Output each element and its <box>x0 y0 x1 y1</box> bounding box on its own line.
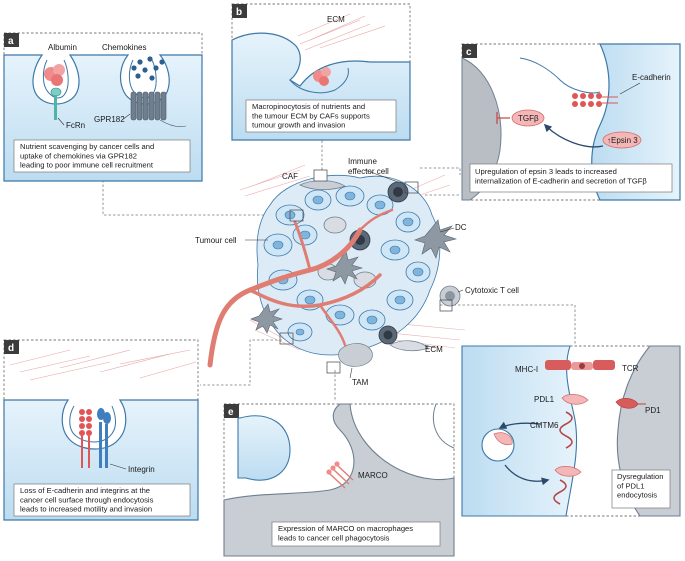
panel-e-tag: e <box>228 407 234 418</box>
panel-a: a Albumin Chemokines FcRn GPR <box>3 32 203 182</box>
label-cmtm6: CMTM6 <box>530 421 559 430</box>
label-albumin: Albumin <box>48 43 77 52</box>
label-fcrn: FcRn <box>66 121 85 130</box>
panel-a-tag: a <box>8 36 14 47</box>
label-pdl1: PDL1 <box>534 395 555 404</box>
endocytosis-arrow <box>498 421 541 429</box>
panel-c-tag: c <box>466 47 472 58</box>
panel-e: e MARCO Expression of MARCO on macrophag… <box>223 403 455 557</box>
panel-d-tag: d <box>8 343 14 354</box>
label-pd1: PD1 <box>645 406 661 415</box>
ecadherin-cluster <box>572 93 618 107</box>
label-caf: CAF <box>282 172 298 181</box>
label-tumour-cell: Tumour cell <box>195 236 237 245</box>
panel-b-ecm-fibres <box>297 13 386 51</box>
dendritic-cell <box>414 219 458 259</box>
label-ecadherin: E-cadherin <box>632 73 671 82</box>
zoom-markers <box>279 169 453 374</box>
fcrn-receptor <box>50 87 62 120</box>
panel-c: c TGFβ ↑Epsin 3 E-cadherin Upregulation … <box>461 43 681 201</box>
panel-d-ecm-fibres <box>9 349 197 381</box>
label-ecm-b: ECM <box>327 15 345 24</box>
label-marco: MARCO <box>358 471 388 480</box>
blood-vessels <box>207 208 394 368</box>
label-chemokines: Chemokines <box>102 43 146 52</box>
chemokine-dots <box>131 56 165 81</box>
panel-b-tag: b <box>236 7 242 18</box>
panel-f: f MHC-I TCR PDL1 PD1 CMTM6 <box>461 345 681 517</box>
panel-d: d Integrin Loss of E-cadherin and integr… <box>3 339 199 521</box>
recycling-arrow <box>504 464 550 486</box>
integrin-receptor <box>97 408 111 468</box>
label-mhc-i: MHC-I <box>515 365 538 374</box>
label-integrin: Integrin <box>128 465 155 474</box>
label-gpr182: GPR182 <box>94 115 125 124</box>
tgfb-badge: TGFβ <box>496 109 545 127</box>
label-tgfb: TGFβ <box>518 114 539 123</box>
label-tam: TAM <box>352 378 369 387</box>
label-tcr: TCR <box>622 364 639 373</box>
label-pointers <box>245 169 464 379</box>
label-ecm: ECM <box>425 345 443 354</box>
label-dc: DC <box>455 223 467 232</box>
mhc-tcr-complex <box>545 360 615 370</box>
gpr182-receptor <box>130 91 187 128</box>
epsin3-badge: ↑Epsin 3 <box>602 131 642 149</box>
epsin-arrow <box>543 123 604 148</box>
engulfed-nutrients <box>313 67 331 86</box>
panel-leader-lines <box>102 140 576 400</box>
panel-c-caption: Upregulation of epsin 3 leads to increas… <box>475 167 647 185</box>
marco-receptors <box>326 461 354 489</box>
pdl1-pd1 <box>561 394 646 409</box>
label-epsin3: ↑Epsin 3 <box>607 136 638 145</box>
tam-cell <box>338 343 373 367</box>
label-cytotoxic-t-cell: Cytotoxic T cell <box>465 286 519 295</box>
albumin-molecule <box>44 64 65 86</box>
cmtm6-coil <box>559 411 573 449</box>
ecadherin-chain <box>79 409 92 468</box>
